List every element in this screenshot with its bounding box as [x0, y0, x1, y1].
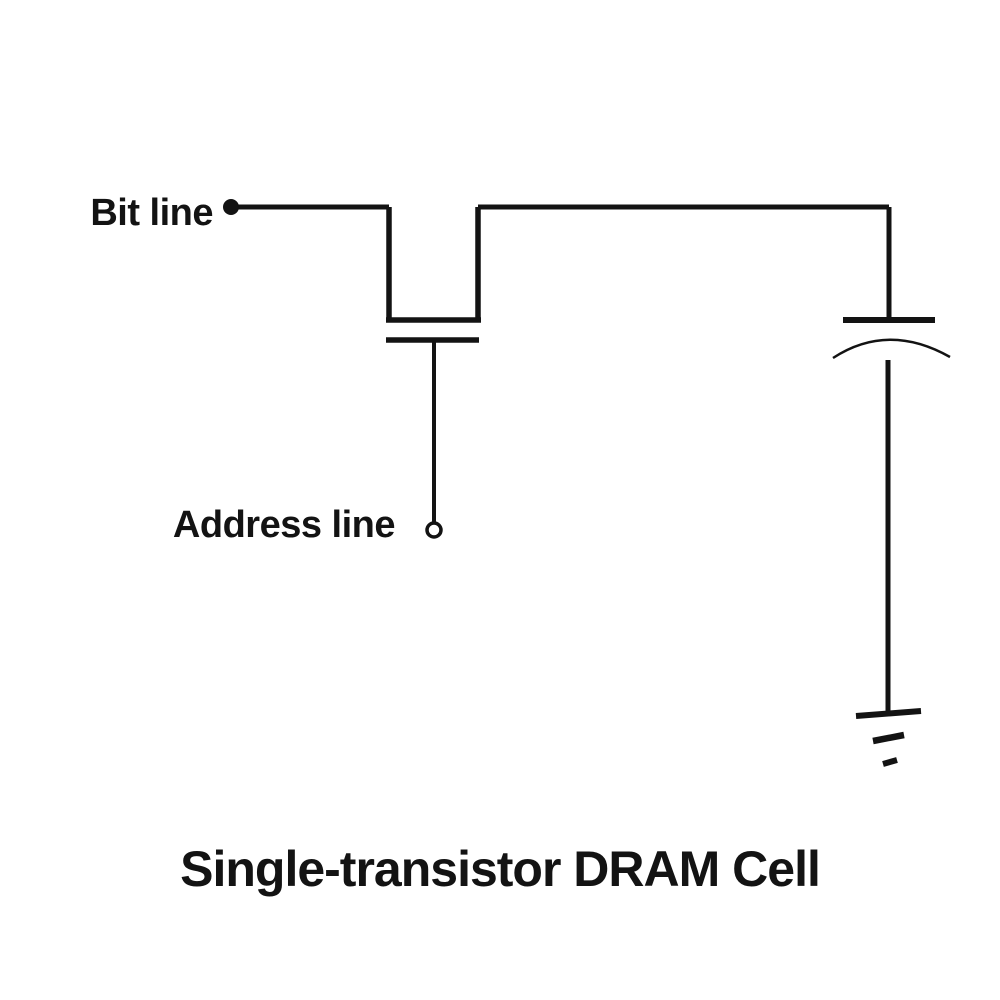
- ground-bar-medium: [872, 731, 905, 745]
- ground-bar-short: [882, 757, 898, 767]
- ground-bar-long: [855, 708, 922, 719]
- circuit-strokes: [231, 204, 951, 767]
- bit-line-label: Bit line: [90, 192, 213, 234]
- address-line-label: Address line: [173, 504, 395, 546]
- diagram-caption: Single-transistor DRAM Cell: [180, 841, 820, 897]
- transistor-channel-u: [386, 207, 481, 323]
- bit-line-terminal-dot: [223, 199, 239, 215]
- diagram-labels: Bit line Address line Single-transistor …: [90, 192, 821, 897]
- address-line-terminal-open-circle: [425, 521, 443, 539]
- capacitor-bottom-plate-arc: [832, 338, 951, 360]
